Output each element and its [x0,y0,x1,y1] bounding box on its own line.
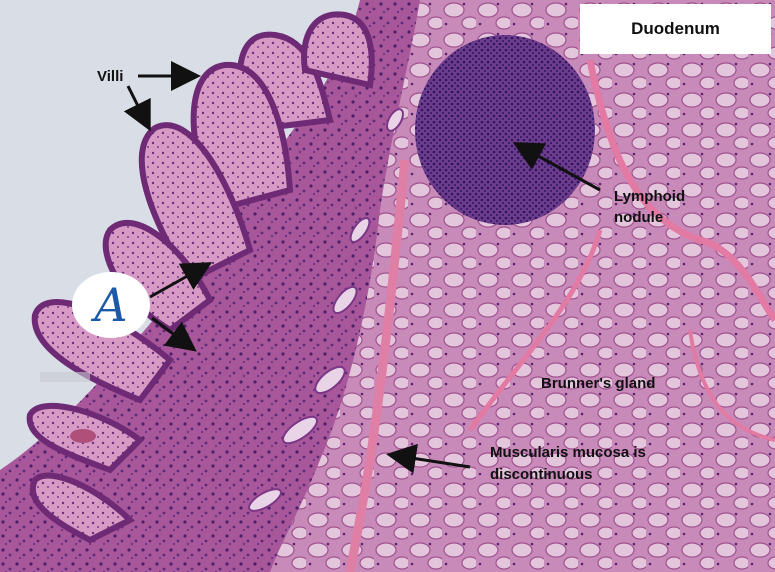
villi-label: Villi [97,68,124,85]
handwritten-marker: A [94,278,128,332]
villus [301,11,375,89]
lymphoid-nodule-arrow [512,142,601,192]
crypts [248,108,404,512]
brunners-gland-label: Brunner's gland [541,375,656,392]
septum [467,229,603,432]
debris [70,429,96,443]
lymphoid-nodule-tissue [415,35,595,225]
handwritten-marker-bubble: A [72,272,150,338]
villi-arrow-down [123,85,151,132]
figure-title: Duodenum [631,19,720,38]
muscularis-mucosa-strip [345,159,410,572]
marker-arrow-upper [149,262,213,299]
septum [586,59,775,323]
septum [688,329,775,442]
muscularis-arrow [386,443,471,474]
villi-group [26,11,375,544]
villus [30,472,136,544]
lymphoid-nodule-label-line1: Lymphoid [614,188,686,205]
marker-arrow-lower [151,316,197,352]
muscularis-label-line2: discontinuous [490,466,593,483]
arrows [123,61,601,474]
title-box: Duodenum [580,4,771,54]
lymphoid-nodule-label-line2: nodule [614,209,664,226]
debris [40,372,90,382]
muscularis-label-line1: Muscularis mucosa is [490,444,646,461]
